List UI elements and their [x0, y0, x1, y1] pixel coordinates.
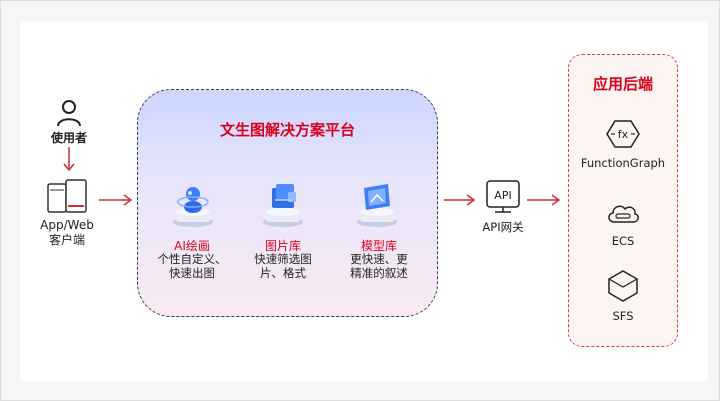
platform-title: 文生图解决方案平台: [219, 121, 355, 139]
feature-desc-line1: 更快速、更: [350, 252, 408, 266]
feature-name-image-library: 图片库: [264, 239, 301, 253]
feature-desc-line2: 快速出图: [169, 266, 215, 280]
arrow-gateway-to-backend: [527, 194, 561, 206]
feature-desc-line2: 片、格式: [260, 266, 306, 280]
api-gateway-label: API网关: [482, 220, 524, 234]
feature-desc-image-library: 快速筛选图 片、格式: [243, 252, 323, 280]
service-label-sfs: SFS: [612, 309, 634, 323]
sfs-icon: [608, 270, 638, 302]
feature-name-ai-painting: AI绘画: [174, 239, 210, 253]
feature-desc-ai-painting: 个性自定义、 快速出图: [152, 252, 232, 280]
arrow-platform-to-gateway: [444, 194, 476, 206]
feature-desc-line1: 个性自定义、: [157, 252, 227, 266]
down-arrow: [63, 147, 75, 172]
client-label-line1: App/Web: [40, 218, 94, 232]
api-icon-text: API: [494, 189, 511, 202]
functiongraph-icon: fx: [606, 120, 640, 148]
image-library-icon: [263, 184, 303, 227]
service-label-functiongraph: FunctionGraph: [580, 156, 666, 170]
client-label-line2: 客户端: [48, 233, 85, 247]
feature-desc-line2: 精准的叙述: [350, 266, 408, 280]
backend-title: 应用后端: [592, 75, 653, 93]
arrow-client-to-platform: [99, 194, 133, 206]
devices-icon: [47, 179, 87, 213]
functiongraph-icon-text: fx: [618, 128, 629, 141]
ecs-icon: [608, 205, 639, 223]
application-backend-box: [568, 54, 678, 347]
user-label: 使用者: [50, 131, 87, 145]
model-library-icon: [357, 184, 397, 227]
feature-desc-model-library: 更快速、更 精准的叙述: [339, 252, 419, 280]
feature-name-model-library: 模型库: [360, 239, 397, 253]
service-label-ecs: ECS: [611, 234, 635, 248]
api-gateway-icon: API: [486, 180, 520, 213]
ai-painting-icon: [173, 187, 213, 227]
feature-desc-line1: 快速筛选图: [254, 252, 312, 266]
client-label: App/Web 客户端: [28, 218, 106, 248]
user-icon: [57, 100, 81, 127]
